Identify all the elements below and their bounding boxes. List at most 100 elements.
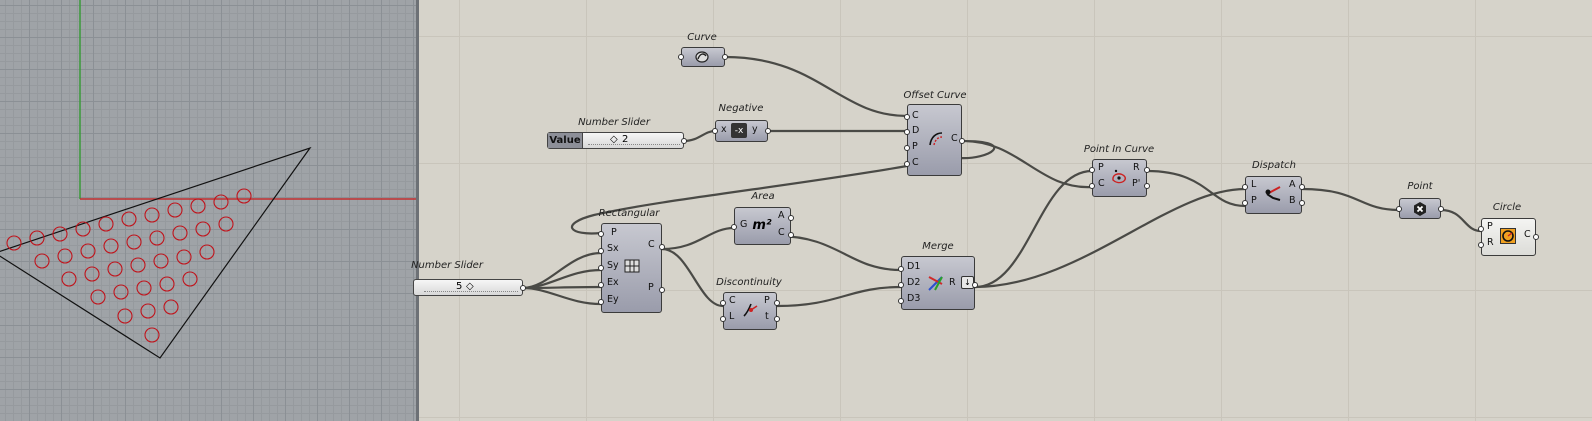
dispatch-grip-out-a[interactable] <box>1299 184 1305 190</box>
circle-component[interactable]: P R C <box>1478 218 1539 256</box>
curve-component[interactable] <box>678 47 728 67</box>
merge-grip-out-r[interactable] <box>972 282 978 288</box>
rect-grip-in-sy[interactable] <box>598 265 604 271</box>
merge-add-input-icon[interactable]: ↓ <box>961 276 974 289</box>
discontinuity-component[interactable]: C L P t <box>720 292 780 330</box>
rect-output-c: C <box>648 239 655 250</box>
wire-slider-negative <box>683 129 716 143</box>
rectangular-component[interactable]: P Sx Sy Ex Ey C P <box>598 223 665 313</box>
viewport-circle <box>75 221 91 237</box>
circle-input-r: R <box>1487 237 1494 248</box>
offset-grip-in-c[interactable] <box>904 114 910 120</box>
slider-1-output-grip[interactable] <box>681 138 687 144</box>
area-grip-in-g[interactable] <box>731 224 737 230</box>
slider-1-knob[interactable]: ◇ <box>610 134 618 145</box>
wire-slider-ex <box>522 285 602 290</box>
panel-divider[interactable] <box>416 0 419 421</box>
dispatch-component[interactable]: L P A B <box>1242 176 1305 214</box>
grasshopper-canvas[interactable]: Curve Number Slider Value ◇ 2 Negative x… <box>411 0 1592 421</box>
rect-input-sx: Sx <box>607 243 619 254</box>
disc-output-p: P <box>764 295 770 306</box>
point-output-grip[interactable] <box>1438 206 1444 212</box>
disc-input-c: C <box>729 295 736 306</box>
rect-grip-out-p[interactable] <box>659 287 665 293</box>
point-in-curve-component[interactable]: P C R P' <box>1089 159 1150 197</box>
number-slider-2[interactable]: 5 ◇ <box>413 279 526 296</box>
offset-curve-icon <box>926 129 946 149</box>
dispatch-icon <box>1263 183 1285 205</box>
pic-grip-in-c[interactable] <box>1089 183 1095 189</box>
circle-grip-out-c[interactable] <box>1533 234 1539 240</box>
offset-grip-out-c[interactable] <box>959 138 965 144</box>
slider-2-knob[interactable]: ◇ <box>466 281 474 292</box>
offset-curve-component[interactable]: C D P C C <box>904 104 965 176</box>
offset-input-p: P <box>912 141 918 152</box>
curve-output-grip[interactable] <box>722 54 728 60</box>
disc-grip-in-l[interactable] <box>720 316 726 322</box>
wire-merge-pic <box>974 169 1093 289</box>
rect-grip-out-c[interactable] <box>659 244 665 250</box>
viewport-circle <box>84 266 100 282</box>
disc-grip-in-c[interactable] <box>720 300 726 306</box>
wire-pic-dispatch <box>1146 169 1246 208</box>
pic-grip-out-r[interactable] <box>1144 167 1150 173</box>
area-grip-out-c[interactable] <box>788 232 794 238</box>
discontinuity-title: Discontinuity <box>716 277 782 288</box>
pic-grip-in-p[interactable] <box>1089 167 1095 173</box>
area-component[interactable]: G m² A C <box>731 207 794 245</box>
viewport-circle <box>98 216 114 232</box>
point-param-icon <box>1411 200 1429 217</box>
dispatch-title: Dispatch <box>1252 160 1296 171</box>
merge-grip-in-d3[interactable] <box>898 298 904 304</box>
dispatch-grip-out-b[interactable] <box>1299 200 1305 206</box>
rect-grip-in-ex[interactable] <box>598 282 604 288</box>
viewport-circle <box>121 211 137 227</box>
viewport-circle <box>213 194 229 210</box>
viewport-circle <box>195 221 211 237</box>
point-component[interactable] <box>1396 198 1444 219</box>
merge-grip-in-d2[interactable] <box>898 282 904 288</box>
disc-grip-out-p[interactable] <box>774 300 780 306</box>
viewport-circle <box>199 244 215 260</box>
area-grip-out-a[interactable] <box>788 215 794 221</box>
circle-grip-in-p[interactable] <box>1478 226 1484 232</box>
dispatch-output-a: A <box>1289 179 1296 190</box>
viewport-circle <box>107 261 123 277</box>
point-title: Point <box>1407 181 1433 192</box>
rhino-viewport[interactable] <box>0 0 416 421</box>
rect-input-ex: Ex <box>607 277 619 288</box>
disc-output-t: t <box>765 311 769 322</box>
offset-grip-in-d[interactable] <box>904 129 910 135</box>
merge-grip-in-d1[interactable] <box>898 266 904 272</box>
offset-grip-in-c2[interactable] <box>904 161 910 167</box>
negative-title: Negative <box>718 103 764 114</box>
pic-grip-out-p[interactable] <box>1144 183 1150 189</box>
point-input-grip[interactable] <box>1396 206 1402 212</box>
viewport-circle <box>167 202 183 218</box>
negative-output-grip[interactable] <box>765 128 771 134</box>
dispatch-grip-in-l[interactable] <box>1242 184 1248 190</box>
merge-component[interactable]: D1 D2 D3 R ↓ <box>898 256 978 310</box>
wire-dispatch-point <box>1301 187 1400 212</box>
number-slider-1[interactable]: Value ◇ 2 <box>547 132 687 149</box>
negative-input-grip[interactable] <box>712 128 718 134</box>
disc-grip-out-t[interactable] <box>774 316 780 322</box>
dispatch-grip-in-p[interactable] <box>1242 200 1248 206</box>
number-slider-2-title: Number Slider <box>411 260 483 271</box>
viewport-circle <box>236 188 252 204</box>
wire-area-merge <box>776 234 902 272</box>
slider-1-value: 2 <box>622 134 629 145</box>
curve-input-grip[interactable] <box>678 54 684 60</box>
viewport-circle <box>176 249 192 265</box>
rect-grip-in-sx[interactable] <box>598 248 604 254</box>
offset-grip-in-p[interactable] <box>904 145 910 151</box>
area-input-g: G <box>740 219 748 230</box>
dispatch-input-l: L <box>1251 179 1257 190</box>
rect-grip-in-p[interactable] <box>598 231 604 237</box>
negative-component[interactable]: x -x y <box>712 120 771 142</box>
circle-grip-in-r[interactable] <box>1478 242 1484 248</box>
slider-2-output-grip[interactable] <box>520 285 526 291</box>
rect-grip-in-ey[interactable] <box>598 299 604 305</box>
area-title: Area <box>751 191 775 202</box>
wire-disc-merge <box>776 285 902 308</box>
